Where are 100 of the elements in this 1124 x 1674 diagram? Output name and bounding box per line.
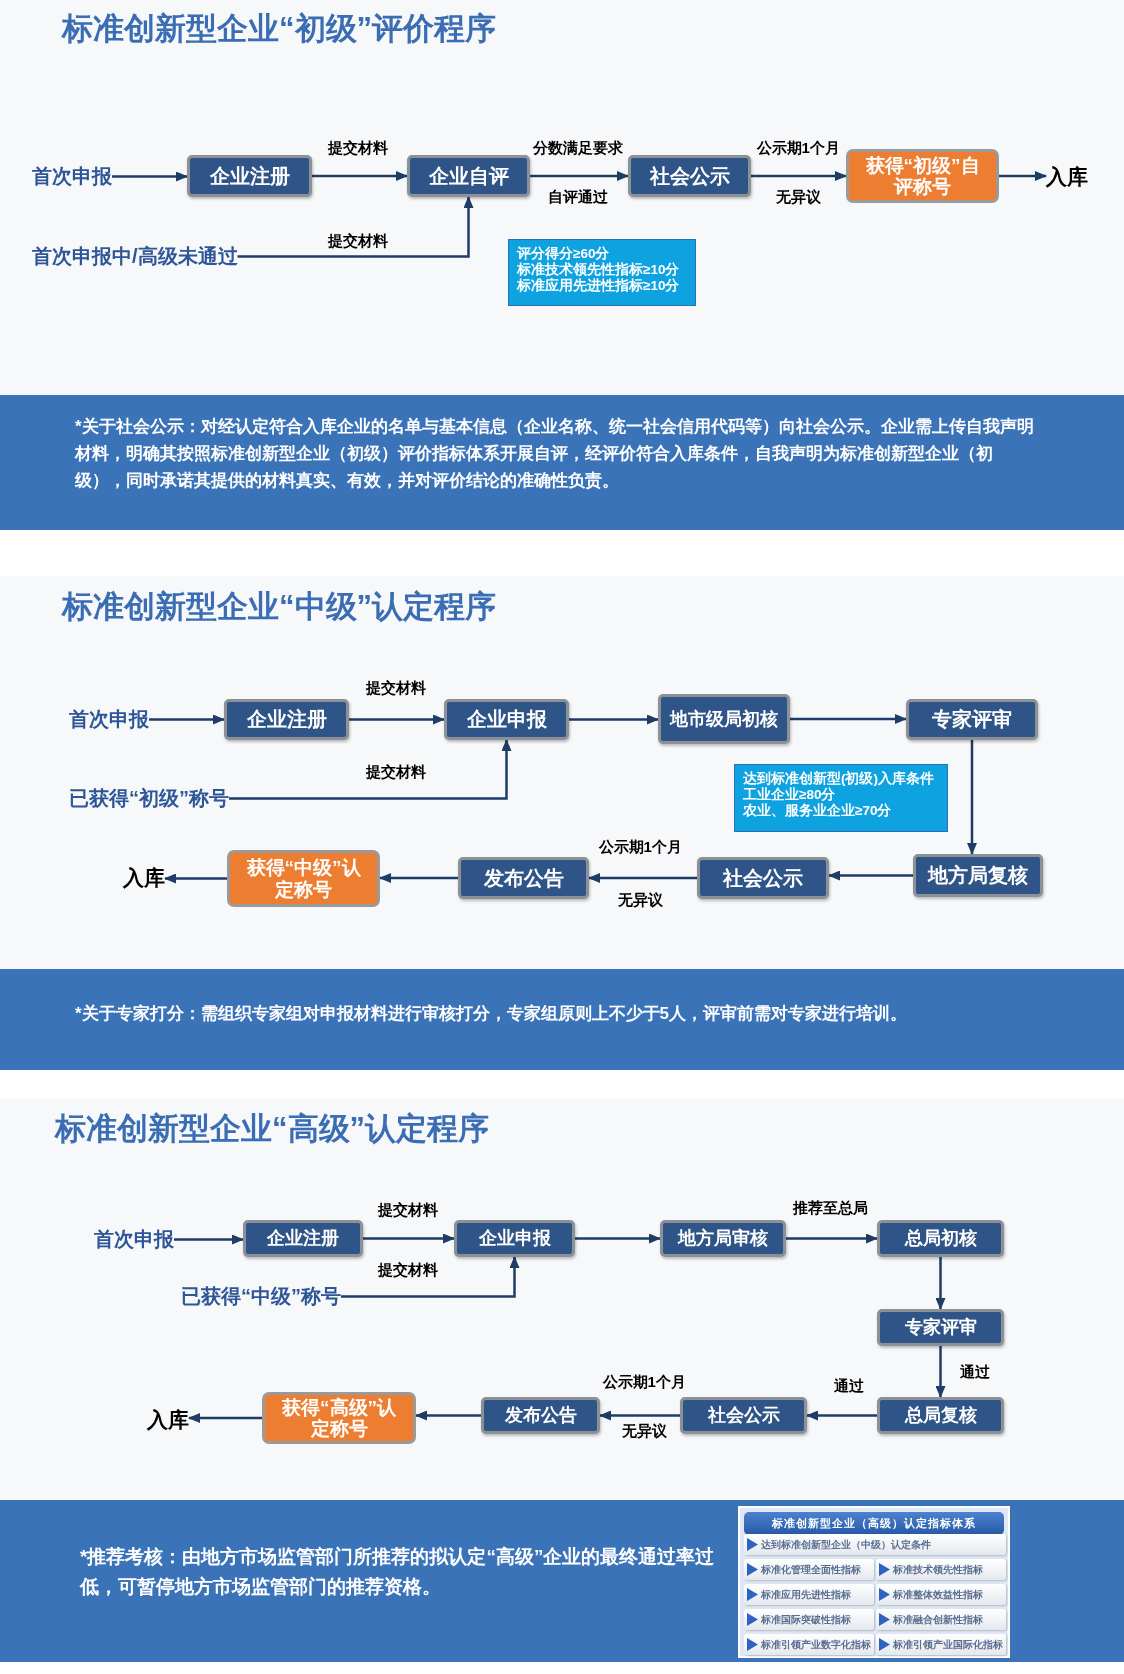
note-band [0,969,1124,1070]
start-text: 已获得“中级”称号 [181,1283,341,1310]
criteria-note: 达到标准创新型(初级)入库条件 工业企业≥80分 农业、服务业企业≥70分 [734,764,948,832]
note-text: *推荐考核：由地方市场监管部门所推荐的拟认定“高级”企业的最终通过率过低，可暂停地方市场监管部门的推荐资格。 [80,1545,716,1600]
result-step: 获得“中级”认定称号 [227,850,380,907]
indicator-text: 达到标准创新型企业（中级）认定条件 [761,1537,931,1552]
edge-note: 无异议 [621,1421,667,1441]
edge-label: 公示期1个月 [598,837,682,857]
indicator-text: 标准国际突破性指标 [761,1612,851,1627]
process-step: 专家评审 [877,1309,1004,1346]
indicator-row [744,1584,874,1605]
indicator-row [876,1559,1006,1580]
edge-label: 提交材料 [366,678,426,698]
note-band [0,1500,1124,1662]
process-step: 总局初核 [877,1220,1004,1257]
arrow [188,1413,262,1423]
indicator-text: 标准技术领先性指标 [893,1562,983,1577]
start-text: 首次申报 [32,163,112,190]
edge-label: 提交材料 [378,1260,438,1280]
indicator-row [744,1534,1006,1555]
indicator-row [744,1609,874,1630]
edge-note: 无异议 [775,187,821,207]
end-text: 入库 [1046,163,1088,191]
arrow [415,1410,481,1421]
process-step: 发布公告 [458,857,589,899]
arrow [312,171,408,181]
process-step: 企业自评 [407,155,530,197]
edge-note: 无异议 [617,890,663,910]
arrow [569,714,659,725]
indicator-panel [738,1506,1010,1658]
indicator-row [876,1584,1006,1605]
process-step: 社会公示 [697,857,829,899]
process-step: 企业注册 [243,1220,363,1257]
arrow [530,171,629,181]
edge-label: 公示期1个月 [602,1372,686,1392]
result-step: 获得“高级”认定称号 [262,1392,416,1444]
edge-label: 提交材料 [328,231,388,251]
process-step: 企业申报 [444,699,569,740]
start-text: 已获得“初级”称号 [69,785,229,812]
end-text: 入库 [147,1406,189,1434]
arrow [349,714,445,725]
panel-heading: 标准创新型企业（高级）认定指标体系 [744,1512,1004,1535]
section-title: 标准创新型企业“高级”认定程序 [55,1110,489,1148]
indicator-text: 标准融合创新性指标 [893,1612,983,1627]
arrow [379,873,458,883]
arrow [164,873,227,884]
indicator-row [876,1609,1006,1630]
arrow [363,1233,455,1244]
process-step: 地方局审核 [660,1220,786,1257]
arrow [149,714,225,725]
arrow [967,740,977,855]
edge-note: 自评通过 [548,187,608,207]
arrow [806,1410,877,1421]
indicator-text: 标准化管理全面性指标 [761,1562,861,1577]
section-title: 标准创新型企业“初级”评价程序 [62,10,496,48]
note-text: *关于社会公示：对经认定符合入库企业的名单与基本信息（企业名称、统一社会信用代码等）向社会公示。企业需上传自我声明材料，明确其按照标准创新型企业（初级）评价指标体系开展自评，经评价符合入库条件，自我声明为标准创新型企业（初级），同时承诺其提供的材料真实、有效，并对评价结论的准确性负责。 [75,416,1035,493]
edge-label: 提交材料 [366,762,426,782]
arrow [575,1233,661,1244]
arrow [588,873,697,883]
note-text: *关于专家打分：需组织专家组对申报材料进行审核打分，专家组原则上不少于5人，评审前需对专家进行培训。 [75,1003,909,1025]
arrow [174,1234,244,1245]
indicator-text: 标准应用先进性指标 [761,1587,851,1602]
edge-label: 提交材料 [328,138,388,158]
arrow [237,196,474,258]
process-step: 总局复核 [877,1397,1004,1434]
indicator-text: 标准引领产业数字化指标 [761,1637,871,1652]
edge-label: 提交材料 [378,1200,438,1220]
process-step: 发布公告 [481,1397,600,1434]
edge-label: 公示期1个月 [756,138,840,158]
arrow [786,1233,878,1244]
edge-label: 分数满足要求 [533,138,623,158]
arrow [599,1410,680,1421]
criteria-note: 评分得分≥60分 标准技术领先性指标≥10分 标准应用先进性指标≥10分 [508,239,696,306]
arrow [112,171,188,182]
end-text: 入库 [123,864,165,892]
indicator-row [744,1634,874,1655]
indicator-text: 标准引领产业国际化指标 [893,1637,1003,1652]
start-text: 首次申报 [94,1226,174,1253]
start-text: 首次申报中/高级未通过 [32,243,238,270]
indicator-row [876,1634,1006,1655]
process-step: 企业注册 [224,699,349,740]
edge-label: 推荐至总局 [792,1198,868,1218]
arrow [935,1346,946,1398]
process-step: 社会公示 [628,155,751,197]
indicator-row [744,1559,874,1580]
arrow [935,1257,946,1310]
start-text: 首次申报 [69,706,149,733]
process-step: 专家评审 [906,699,1038,740]
process-step: 企业注册 [187,155,312,197]
process-step: 企业申报 [454,1220,575,1257]
edge-label: 通过 [834,1376,864,1396]
arrow [229,739,512,800]
arrow [341,1256,520,1298]
process-step: 社会公示 [680,1397,807,1434]
edge-label: 通过 [960,1362,990,1382]
indicator-text: 标准整体效益性指标 [893,1587,983,1602]
section-title: 标准创新型企业“中级”认定程序 [62,588,496,626]
arrow [751,171,847,181]
arrow [999,171,1047,181]
process-step: 地市级局初核 [658,694,790,744]
